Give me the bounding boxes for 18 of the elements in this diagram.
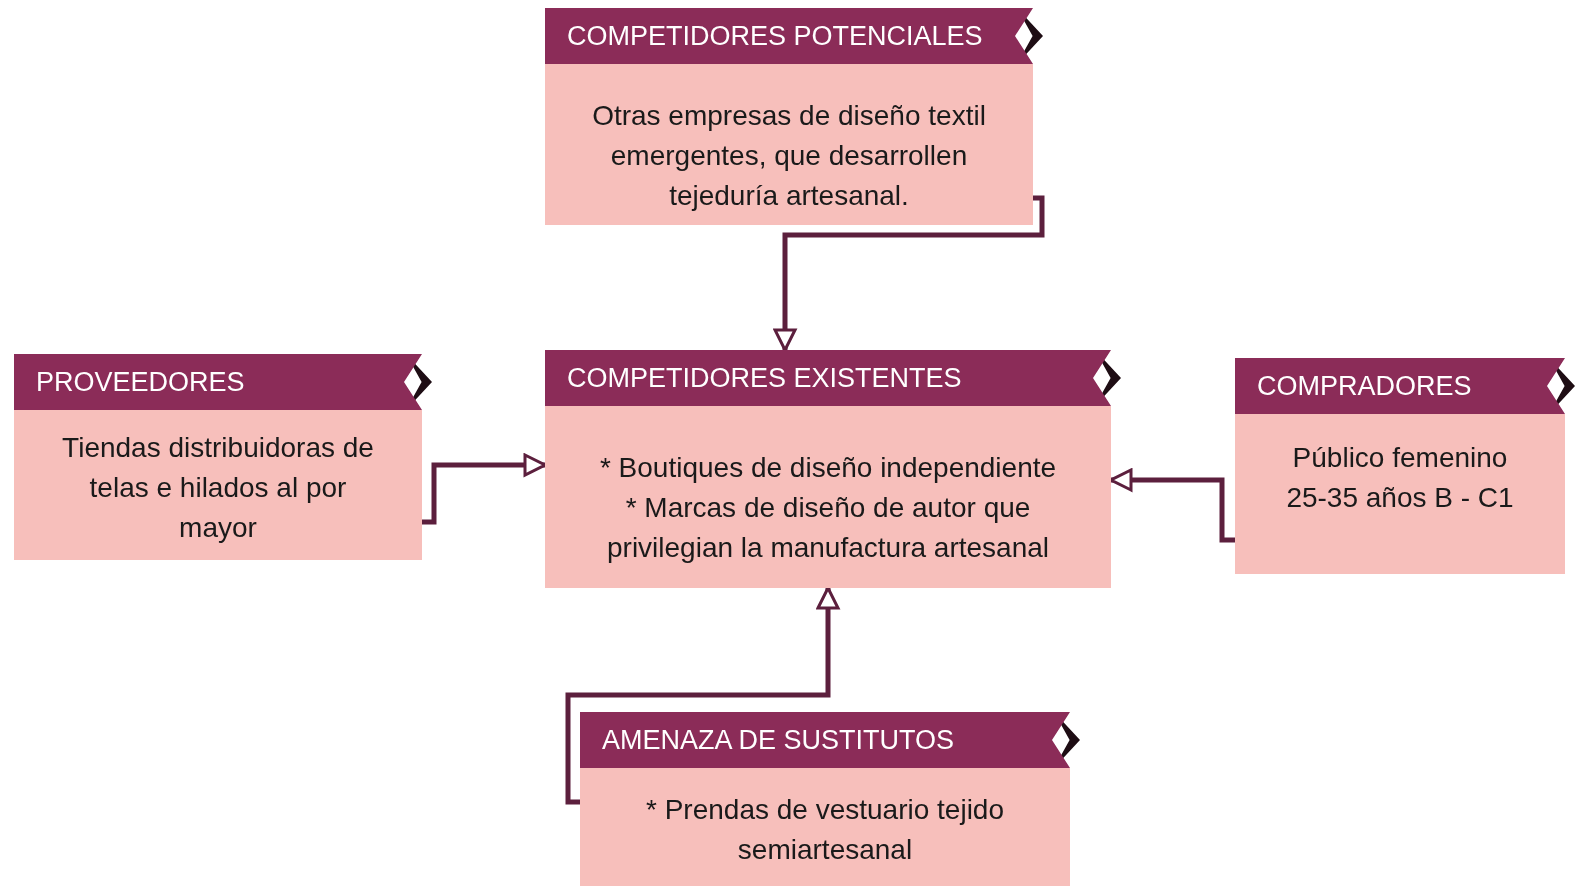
card xyxy=(580,768,1070,886)
card-body-text: * Prendas de vestuario tejido semiartesanal xyxy=(645,793,1005,867)
card xyxy=(1235,414,1565,574)
card xyxy=(545,64,1033,225)
arrow xyxy=(773,195,1045,352)
card xyxy=(545,406,1111,588)
arrow xyxy=(565,586,840,805)
card-header: AMENAZA DE SUSTITUTOS xyxy=(580,712,1070,768)
card-body-text: * Boutiques de diseño independiente * Marcas de diseño de autor que privilegian la manufactura artesanal xyxy=(598,451,1058,565)
card-body-text: Otras empresas de diseño textil emergentes, que desarrollen tejeduría artesanal. xyxy=(591,99,987,213)
arrow xyxy=(422,453,547,525)
card-body-text: Tiendas distribuidoras de telas e hilados al por mayor xyxy=(61,431,375,545)
card-body-text: Público femenino 25-35 años B - C1 xyxy=(1285,441,1515,515)
card-header: COMPRADORES xyxy=(1235,358,1565,414)
card-header: COMPETIDORES EXISTENTES xyxy=(545,350,1111,406)
card-header: COMPETIDORES POTENCIALES xyxy=(545,8,1033,64)
card xyxy=(14,410,422,560)
card-header: PROVEEDORES xyxy=(14,354,422,410)
